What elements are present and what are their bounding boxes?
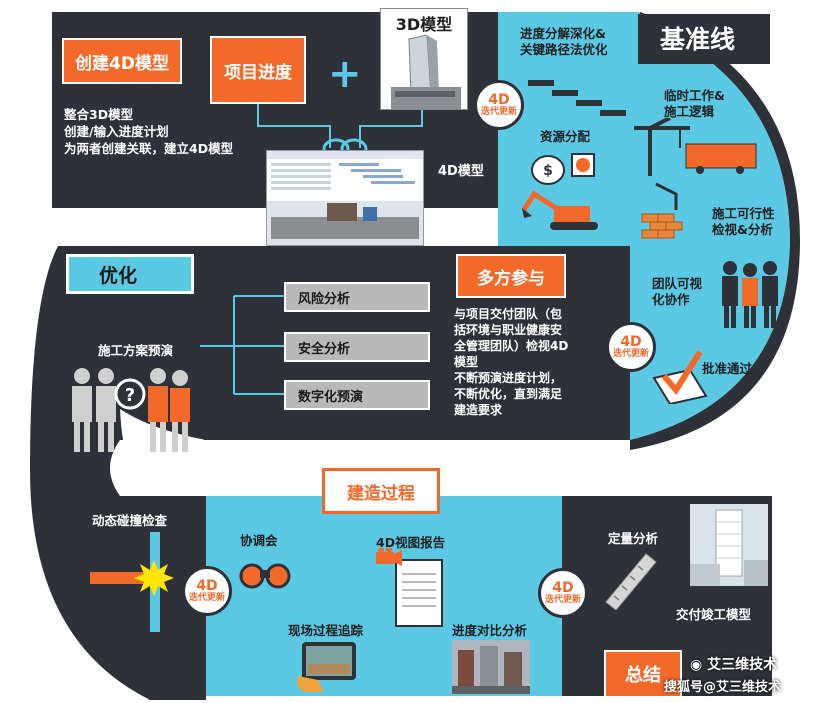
excavator-icon — [521, 190, 598, 230]
ruler-icon — [605, 553, 657, 610]
clash-icon — [90, 532, 174, 632]
iterate-badge-2: 4D 迭代更新 — [606, 322, 656, 372]
create-4d-model-title: 创建4D模型 — [62, 38, 182, 84]
feasibility-label: 施工可行性 检视&分析 — [712, 206, 775, 237]
iterate-badge-3: 4D 迭代更新 — [182, 566, 232, 616]
safety-analysis-box: 安全分析 — [284, 332, 430, 362]
temp-works-label: 临时工作& 施工逻辑 — [664, 88, 725, 119]
model-3d-label: 3D模型 — [395, 15, 453, 34]
create-4d-desc: 整合3D模型 创建/输入进度计划 为两者创建关联，建立4D模型 — [64, 107, 234, 156]
tree-lines — [200, 295, 284, 395]
team-visual-label: 团队可视 化协作 — [652, 276, 703, 307]
workers-question-icon: ? — [72, 368, 190, 452]
approval-check-icon — [652, 350, 708, 404]
site-tracking-label: 现场过程追踪 — [288, 623, 364, 638]
meeting-label: 协调会 — [240, 533, 278, 548]
wechat-icon: ◉ — [690, 657, 708, 673]
digital-rehearsal-box: 数字化预演 — [284, 380, 430, 410]
svg-text:?: ? — [125, 385, 135, 406]
project-progress-box: 项目进度 — [210, 36, 306, 104]
construction-title: 建造过程 — [322, 468, 440, 514]
brick-crane-icon — [641, 182, 683, 239]
svg-text:$: $ — [543, 163, 553, 179]
building-3d-icon — [391, 34, 461, 109]
approval-label: 批准通过 — [702, 361, 753, 376]
multi-party-title: 多方参与 — [456, 254, 566, 298]
quant-analysis-label: 定量分析 — [608, 531, 659, 546]
report-doc-icon — [376, 548, 443, 627]
watermark-line1: ◉ 艾三维技术 — [690, 657, 778, 673]
view-report-label: 4D视图报告 — [376, 535, 446, 550]
progress-decompose-label: 进度分解深化& 关键路径法优化 — [520, 26, 608, 57]
binoculars-icon — [239, 563, 291, 589]
optimize-title: 优化 — [66, 254, 194, 294]
software-screenshot — [266, 150, 424, 246]
iterate-badge-1: 4D 迭代更新 — [474, 80, 524, 130]
deliver-model-label: 交付竣工模型 — [676, 607, 752, 622]
plus-icon: + — [328, 51, 362, 97]
model-3d-box: 3D模型 — [380, 8, 468, 110]
cyan-lobe-right — [498, 12, 790, 440]
progress-compare-label: 进度对比分析 — [452, 623, 528, 638]
plan-rehearsal-label: 施工方案预演 — [98, 343, 174, 358]
model-4d-label: 4D模型 — [438, 164, 484, 179]
crane-trailer-icon — [634, 118, 757, 176]
building-photo — [690, 504, 768, 586]
staircase-icon — [528, 80, 626, 116]
tablet-icon — [297, 642, 356, 692]
summary-title: 总结 — [604, 650, 682, 698]
risk-analysis-box: 风险分析 — [284, 282, 430, 312]
software-screenshot-image — [267, 151, 423, 245]
multi-party-desc: 与项目交付团队（包 括环境与职业健康安 全管理团队）检视4D 模型 不断预演进度… — [454, 307, 569, 417]
baseline-title: 基准线 — [660, 25, 736, 54]
money-bag-icon: $ — [531, 153, 595, 185]
watermark-line2: 搜狐号@艾三维技术 — [664, 680, 782, 695]
compare-render-icon — [452, 640, 530, 694]
resource-alloc-label: 资源分配 — [540, 129, 591, 144]
iterate-badge-4: 4D 迭代更新 — [538, 568, 588, 618]
connector-lines — [257, 102, 423, 148]
clash-check-label: 动态碰撞检查 — [92, 513, 168, 528]
team-workers-icon — [722, 261, 778, 328]
